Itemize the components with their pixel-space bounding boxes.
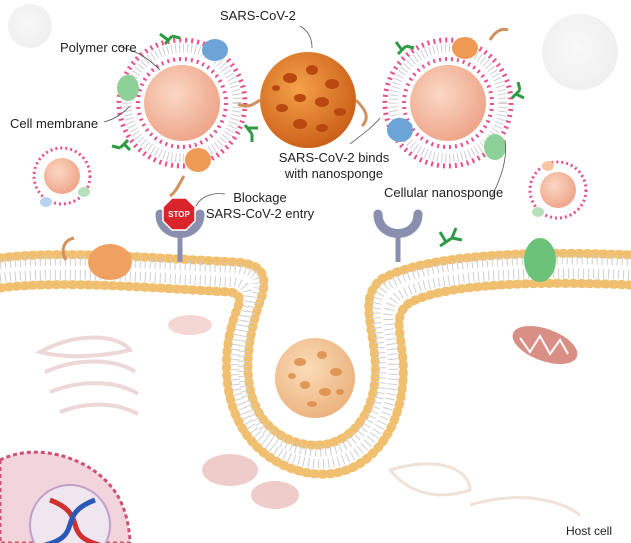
small-nanosponge-left (32, 146, 92, 207)
host-membrane-proteins (61, 227, 556, 282)
label-cell-membrane: Cell membrane (10, 116, 99, 131)
stop-sign-label: STOP (168, 210, 190, 219)
receptor-left (155, 209, 205, 262)
host-cell-membrane (0, 248, 631, 479)
label-binds-line1: SARS-CoV-2 binds (278, 150, 390, 165)
leader-lines (103, 25, 507, 207)
nucleus (0, 450, 132, 543)
label-polymer-core: Polymer core (60, 40, 137, 55)
label-cellular-nanosponge: Cellular nanosponge (384, 185, 504, 200)
label-blockage-line1: Blockage (233, 190, 287, 205)
background-decor (8, 4, 618, 90)
receptor-right (373, 209, 423, 262)
nanosponge-right (382, 27, 525, 169)
nanosponge-left (111, 32, 258, 198)
label-sars-cov-2: SARS-CoV-2 (220, 8, 296, 23)
small-nanosponge-right (528, 160, 588, 220)
sars-cov-2-virus (237, 52, 368, 148)
internalized-virus (275, 338, 355, 418)
label-binds-line2: with nanosponge (284, 166, 384, 181)
mitochondrion (512, 325, 578, 365)
organelles (34, 315, 581, 517)
label-blockage-line2: SARS-CoV-2 entry (205, 206, 315, 221)
label-host-cell: Host cell (566, 524, 613, 538)
stop-sign-icon: STOP (162, 197, 196, 231)
